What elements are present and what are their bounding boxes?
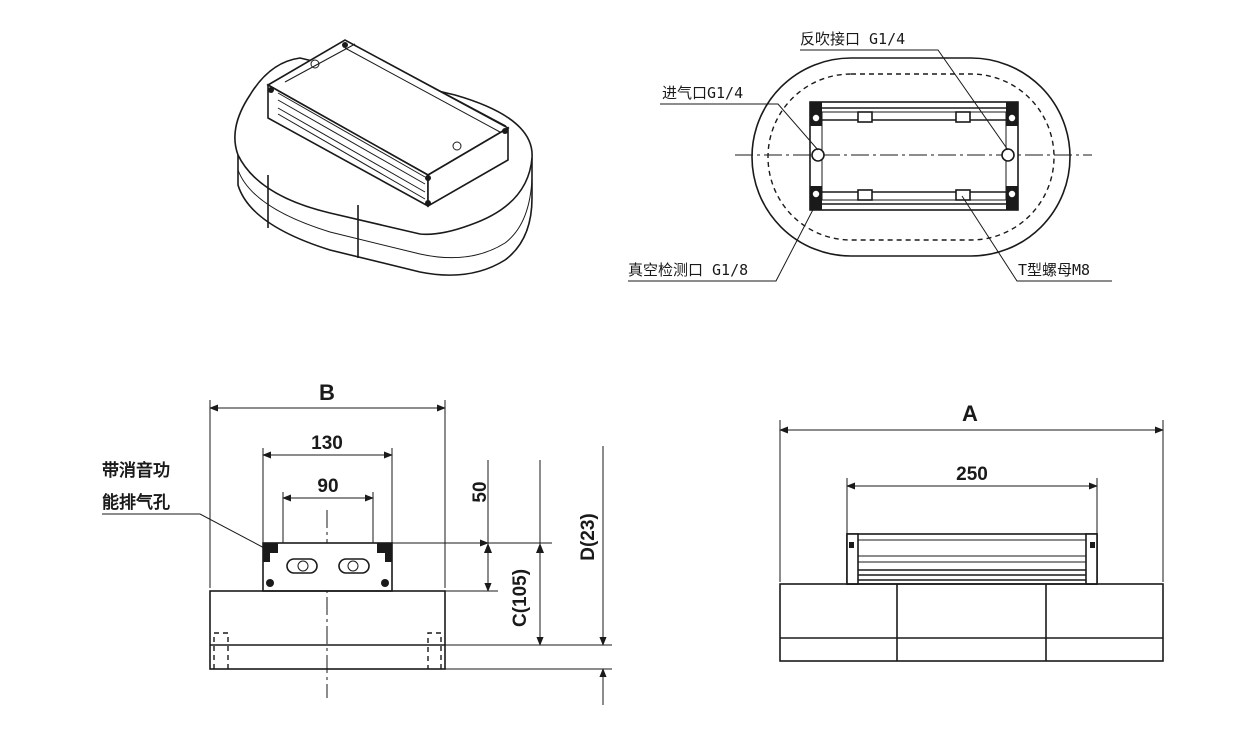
iso-rail-3 <box>277 107 426 193</box>
iso-pad-side <box>237 155 533 276</box>
label-blowback-port: 反吹接口 G1/4 <box>800 30 905 48</box>
iso-rail-2 <box>277 99 426 185</box>
iso-pad-groove <box>237 169 533 259</box>
leader-tnut <box>961 195 1112 282</box>
top-air-inlet-port <box>811 148 825 162</box>
front-base-pad <box>779 583 1164 662</box>
leader-muffler <box>102 513 269 551</box>
side-muffler-right <box>377 543 392 562</box>
leader-blowback <box>800 49 1009 151</box>
iso-nut-1 <box>268 87 274 93</box>
note-muffler-line2: 能排气孔 <box>102 492 170 513</box>
dim-label-130: 130 <box>311 433 343 454</box>
note-muffler-line1: 带消音功 <box>102 460 170 481</box>
iso-nut-3 <box>425 175 431 181</box>
top-tnut-3 <box>857 189 873 201</box>
iso-port-1 <box>310 59 320 69</box>
top-tnut-1 <box>857 111 873 123</box>
side-nut-left <box>266 579 274 587</box>
top-tnut-2 <box>955 111 971 123</box>
top-corner-hole-tr <box>1007 113 1017 123</box>
side-base-hidden-right <box>427 632 442 669</box>
dim-label-50: 50 <box>470 481 491 502</box>
side-slot-right-hole <box>347 560 359 572</box>
leader-air-inlet <box>660 103 819 151</box>
top-body-inner <box>821 111 1007 201</box>
iso-port-2 <box>452 141 462 151</box>
side-slot-left <box>286 558 318 574</box>
iso-top-rail-3 <box>351 43 507 127</box>
side-slot-left-hole <box>297 560 309 572</box>
front-body <box>846 533 1098 585</box>
label-vacuum-detect-port: 真空检测口 G1/8 <box>628 261 748 279</box>
label-t-nut: T型螺母M8 <box>1018 261 1090 279</box>
iso-pad-top <box>234 57 533 236</box>
dim-label-a: A <box>962 401 978 426</box>
dim-label-250: 250 <box>956 464 988 485</box>
side-base-hidden-left <box>213 632 229 669</box>
leader-vacuum <box>628 199 819 282</box>
iso-rail-4 <box>277 113 426 200</box>
side-slot-right <box>338 558 370 574</box>
side-nut-right <box>381 579 389 587</box>
front-endcap-left-mark <box>849 542 854 548</box>
front-endcap-right <box>1085 533 1098 585</box>
iso-body-end <box>427 126 509 208</box>
iso-nut-5 <box>425 200 431 206</box>
dim-label-b: B <box>319 380 335 405</box>
side-base-pad <box>209 590 446 670</box>
top-view: 反吹接口 G1/4 进气口G1/4 真空检测口 G1/8 T型螺母M8 <box>628 30 1112 282</box>
side-view: B 130 90 带消音功 能排气孔 <box>102 380 612 705</box>
iso-nut-2 <box>342 42 348 48</box>
side-body <box>262 542 393 592</box>
top-blowback-port <box>1001 148 1015 162</box>
iso-rail-1 <box>277 92 426 178</box>
dim-50-arrow-top <box>484 543 492 553</box>
dim-label-d: D(23) <box>578 513 599 561</box>
label-air-inlet: 进气口G1/4 <box>662 84 743 102</box>
front-view: A 250 <box>779 401 1164 662</box>
top-tnut-4 <box>955 189 971 201</box>
top-body-outline <box>809 101 1019 211</box>
iso-top-rail-2 <box>344 47 501 133</box>
isometric-view <box>234 39 533 276</box>
top-corner-hole-tl <box>811 113 821 123</box>
iso-nut-4 <box>502 128 508 134</box>
dim-label-c: C(105) <box>510 569 531 627</box>
top-pad-inner-dashed <box>767 73 1055 241</box>
side-muffler-left <box>263 543 278 562</box>
dim-c-arrow-top <box>536 543 544 553</box>
top-corner-hole-br <box>1007 189 1017 199</box>
front-endcap-right-mark <box>1090 542 1095 548</box>
front-endcap-left <box>846 533 859 585</box>
top-pad-outline <box>751 57 1071 257</box>
iso-top-rail-1 <box>284 43 356 83</box>
top-corner-hole-bl <box>811 189 821 199</box>
dim-label-90: 90 <box>317 476 338 497</box>
